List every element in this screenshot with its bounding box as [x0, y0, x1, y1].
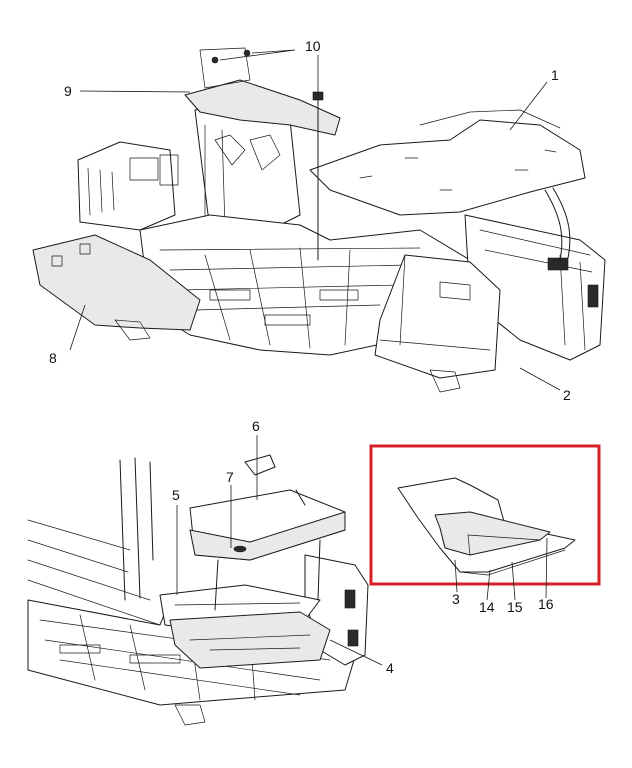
- callout-4: 4: [386, 660, 394, 676]
- cargo-area-illustration: [27, 454, 369, 726]
- callout-3: 3: [452, 591, 460, 607]
- callout-1: 1: [551, 67, 559, 83]
- callout-10: 10: [305, 38, 321, 54]
- callout-15: 15: [507, 599, 523, 615]
- callout-14: 14: [479, 599, 495, 615]
- callout-2: 2: [563, 387, 571, 403]
- leader-lines: [69, 49, 561, 666]
- highlight-box: [369, 444, 601, 586]
- callout-9: 9: [64, 83, 72, 99]
- callout-6: 6: [252, 418, 260, 434]
- callout-16: 16: [538, 596, 554, 612]
- callout-7: 7: [226, 469, 234, 485]
- vehicle-floor-illustration: [32, 47, 606, 393]
- callout-5: 5: [172, 487, 180, 503]
- floor-mat-detail: [397, 477, 576, 576]
- callout-8: 8: [49, 350, 57, 366]
